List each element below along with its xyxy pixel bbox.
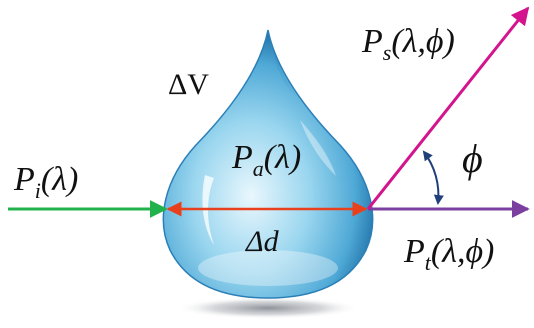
water-droplet (162, 29, 374, 299)
angle-label: ϕ (462, 136, 483, 181)
scattered-power-label: Ps(λ,ϕ) (361, 23, 455, 65)
droplet-shadow (176, 297, 360, 319)
volume-label: ΔV (168, 68, 209, 101)
scattered-arrow (366, 6, 530, 210)
thickness-label: Δd (245, 225, 280, 258)
angle-arc (422, 150, 444, 205)
droplet-highlight (202, 175, 214, 245)
incident-power-label: Pi(λ) (13, 161, 78, 203)
transmitted-power-label: Pt(λ,ϕ) (403, 233, 494, 275)
absorbed-power-label: Pa(λ) (231, 139, 301, 181)
